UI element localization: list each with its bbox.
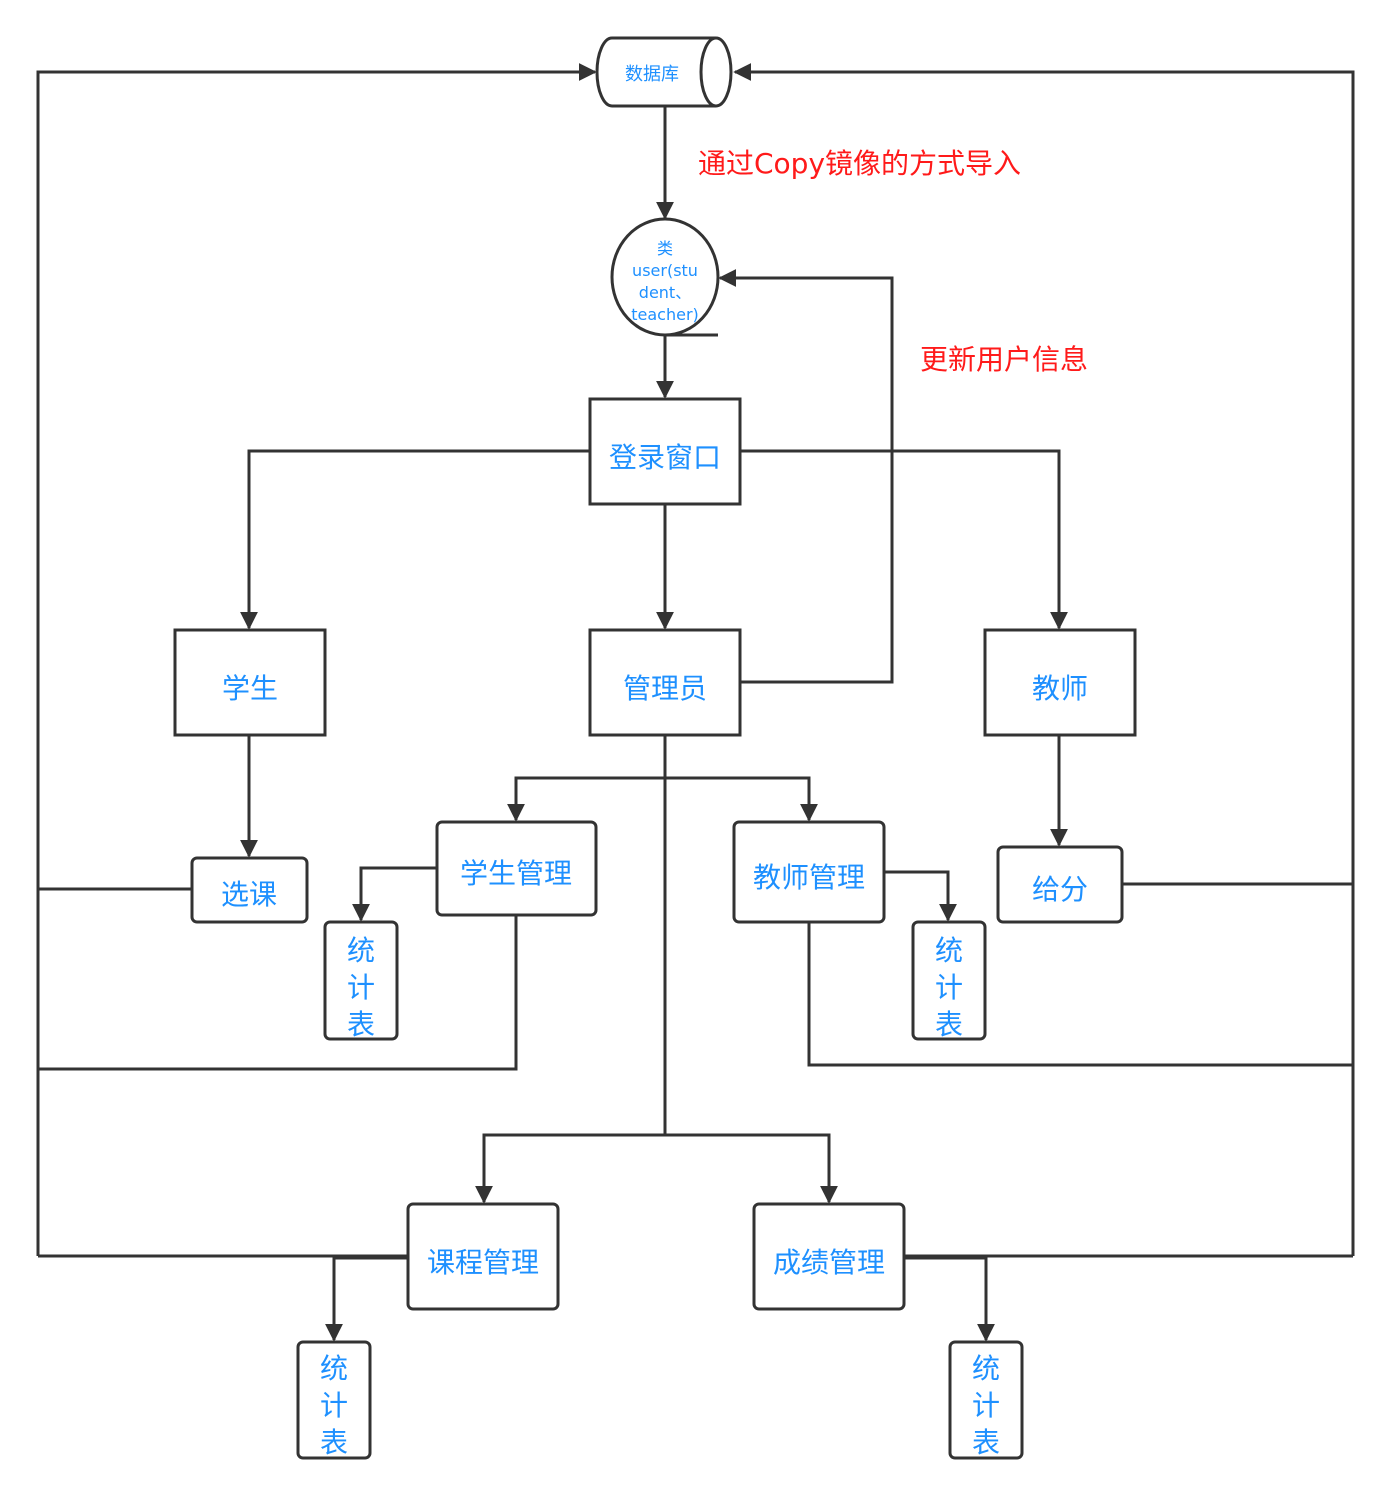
- admin-node: 管理员: [588, 628, 742, 737]
- user-class-line-2: user(stu: [632, 261, 698, 280]
- stats-table-4-char-3: 表: [972, 1426, 1000, 1459]
- student-label: 学生: [222, 672, 278, 705]
- stats-table-node-2: 统 计 表: [911, 920, 987, 1041]
- teacher-node: 教师: [983, 628, 1137, 737]
- course-mgmt-node: 课程管理: [406, 1202, 560, 1311]
- stats-table-1-char-1: 统: [347, 934, 375, 967]
- user-class-line-3: dent、: [639, 283, 691, 302]
- edge-scoremgmt-to-stats: [904, 1256, 995, 1342]
- edge-studentmgmt-to-left-bus: [38, 916, 518, 1071]
- user-class-line-1: 类: [657, 239, 673, 258]
- student-node: 学生: [173, 628, 327, 737]
- score-mgmt-node: 成绩管理: [752, 1202, 906, 1311]
- edge-left-bus-to-db: [36, 63, 597, 1256]
- edge-studentmgmt-to-stats: [352, 866, 437, 922]
- edge-teachermgmt-to-stats: [884, 870, 957, 922]
- edge-teachermgmt-to-right-bus: [807, 922, 1353, 1067]
- teacher-mgmt-label: 教师管理: [753, 861, 865, 894]
- student-mgmt-node: 学生管理: [435, 820, 598, 917]
- login-label: 登录窗口: [609, 441, 721, 474]
- stats-table-3-char-1: 统: [320, 1352, 348, 1385]
- edge-coursemgmt-to-stats: [325, 1256, 408, 1342]
- student-mgmt-label: 学生管理: [460, 857, 572, 890]
- stats-table-1-char-3: 表: [347, 1008, 375, 1041]
- admin-label: 管理员: [623, 672, 707, 705]
- stats-table-2-char-1: 统: [935, 934, 963, 967]
- edge-login-to-teacher: [740, 449, 1068, 630]
- database-label: 数据库: [625, 64, 679, 85]
- edge-right-bus-to-db: [733, 63, 1355, 1256]
- edges: [36, 63, 1355, 1342]
- score-mgmt-label: 成绩管理: [773, 1246, 885, 1279]
- select-course-node: 选课: [190, 856, 309, 924]
- edge-admin-update-user: [718, 269, 894, 684]
- grading-label: 给分: [1032, 873, 1088, 906]
- stats-table-1-char-2: 计: [347, 971, 375, 1004]
- stats-table-node-1: 统 计 表: [323, 920, 399, 1041]
- stats-table-3-char-2: 计: [320, 1389, 348, 1422]
- login-node: 登录窗口: [588, 397, 742, 506]
- stats-table-2-char-3: 表: [935, 1008, 963, 1041]
- stats-table-3-char-3: 表: [320, 1426, 348, 1459]
- stats-table-node-3: 统 计 表: [296, 1340, 372, 1460]
- grading-node: 给分: [996, 845, 1124, 924]
- user-class-node: 类 user(stu dent、 teacher): [610, 217, 720, 337]
- teacher-label: 教师: [1032, 672, 1088, 705]
- edge-admin-to-coursemgmt: [475, 1133, 665, 1204]
- stats-table-2-char-2: 计: [935, 971, 963, 1004]
- update-user-annotation: 更新用户信息: [920, 343, 1088, 376]
- teacher-mgmt-node: 教师管理: [732, 820, 886, 924]
- user-class-line-4: teacher): [631, 305, 699, 324]
- course-mgmt-label: 课程管理: [427, 1246, 539, 1279]
- database-node: 数据库: [595, 36, 733, 108]
- stats-table-4-char-1: 统: [972, 1352, 1000, 1385]
- edge-login-to-student: [240, 449, 590, 630]
- stats-table-node-4: 统 计 表: [948, 1340, 1024, 1460]
- edge-admin-to-studentmgmt: [507, 776, 665, 822]
- select-course-label: 选课: [221, 878, 277, 911]
- edge-admin-to-teachermgmt: [665, 776, 818, 822]
- edge-admin-to-scoremgmt: [665, 1133, 838, 1204]
- stats-table-4-char-2: 计: [972, 1389, 1000, 1422]
- import-annotation: 通过Copy镜像的方式导入: [698, 147, 1021, 180]
